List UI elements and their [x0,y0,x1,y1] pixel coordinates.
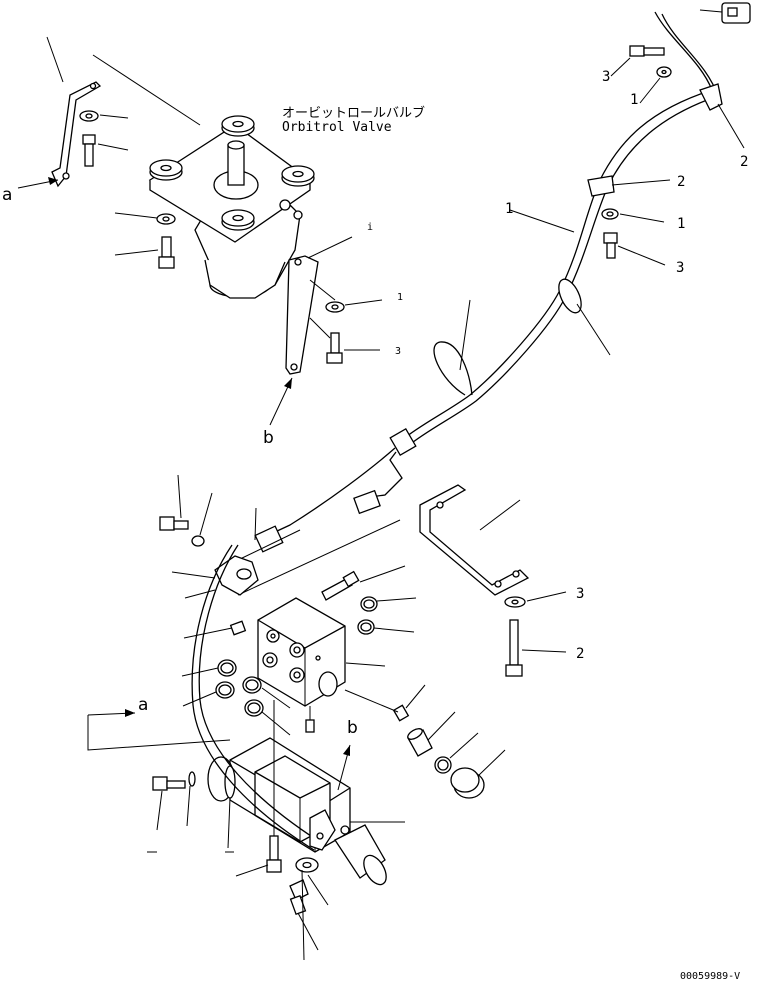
small-check-valve [305,719,315,733]
small-bracket-b [309,809,336,851]
valve-bolt [158,236,175,269]
title-english: Orbitrol Valve [282,120,392,135]
callout-c01: 3 [602,69,610,85]
left-bracket [51,81,102,188]
lower-bolt [266,835,282,873]
callout-c07: 1 [505,201,513,217]
oring-1 [360,596,378,612]
plug-cap [450,767,485,799]
callout-c12: 2 [576,646,584,662]
manifold-block [257,597,346,707]
view-b-arrow-mid: b [337,718,358,791]
callout-c09: 1 [397,292,403,303]
lock-washer [188,771,196,787]
small-plug-left [229,620,247,636]
callout-c06: 3 [676,260,684,276]
bracket-b [285,255,319,375]
harness-mid-bolt [603,232,618,259]
view-b-label-mid: b [347,718,358,738]
oring-6 [244,699,264,717]
oring-3 [217,659,237,677]
callout-c04: 2 [677,174,685,190]
harness-top-washer [656,66,672,78]
callout-c05: 1 [677,216,685,232]
valve-washer [156,213,176,225]
block-bolt [321,570,360,601]
drawing-number: 00059989-V [680,971,740,982]
callout-c10: 3 [395,346,401,357]
view-a-arrow-mid: a [87,695,231,751]
oring-2 [357,619,375,635]
oring-5 [242,676,262,694]
right-long-bolt [505,619,523,677]
bracket-b-bolt [326,332,343,364]
support-bracket [419,484,530,596]
fitting-1 [392,704,410,722]
lower-washer [295,857,319,873]
wire-harness [254,2,751,553]
view-a-label-top: a [2,185,12,205]
oring-4 [215,681,235,699]
callout-c02: 1 [630,92,638,108]
view-a-arrow-top: a [2,177,59,205]
lower-small-bolt [289,879,309,916]
callout-c03: 2 [740,154,748,170]
snap-ring [224,765,236,799]
callout-c08: i [367,222,373,233]
view-b-label-top: b [263,428,274,448]
solenoid-bolt [152,776,186,791]
orbitrol-valve [148,115,315,299]
view-b-arrow-top: b [263,377,293,448]
right-washer [504,596,526,608]
callout-c11: 3 [576,586,584,602]
left-washer [79,110,99,122]
harness-top-bolt [629,45,665,57]
oring-7 [434,756,452,774]
bracket-b-washer [325,301,345,313]
view-a-label-mid: a [138,695,148,715]
fitting-2 [407,728,433,757]
left-bolt [82,134,96,167]
title-japanese: オービットロールバルブ [282,105,425,121]
lower-left-bolt [159,516,189,531]
lower-left-washer [191,535,205,547]
harness-mid-washer [601,208,619,220]
